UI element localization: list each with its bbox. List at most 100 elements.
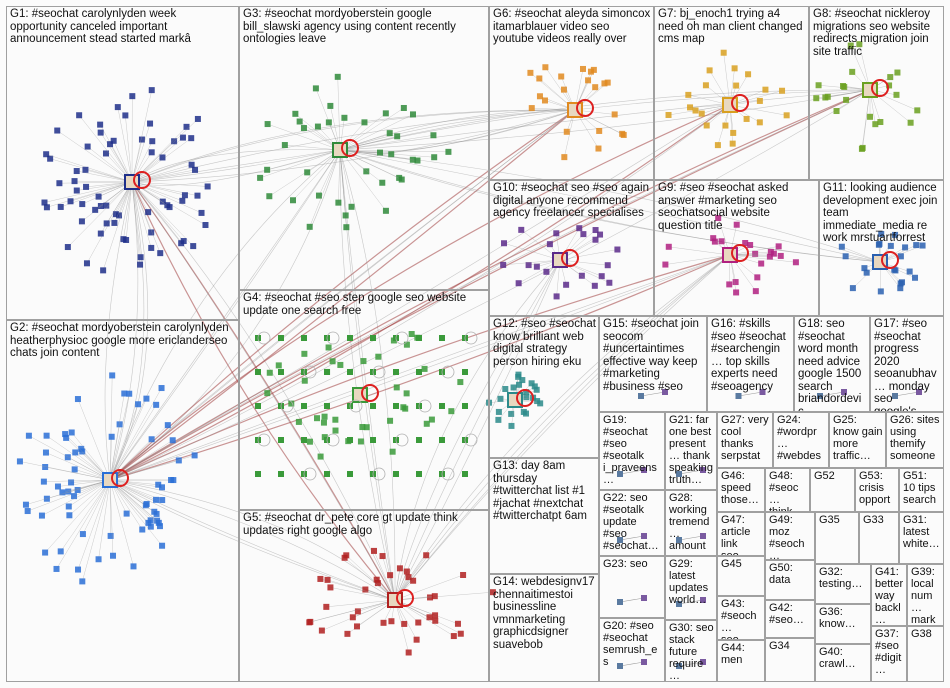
group-g23-label: G23: seo	[603, 558, 648, 570]
group-g51[interactable]: G51: 10 tips search…	[899, 468, 944, 512]
group-g42[interactable]: G42: #seo…	[765, 600, 815, 638]
group-g17[interactable]: G17: #seo #seochat progress 2020 seoanub…	[870, 316, 944, 412]
group-g34[interactable]: G34	[765, 638, 815, 682]
group-g20[interactable]: G20: #seo #seochat semrush_es	[599, 618, 665, 682]
group-g48[interactable]: G48: #seoc… think…	[765, 468, 810, 512]
group-g41-label: G41: better way backl…	[875, 566, 907, 626]
group-g41[interactable]: G41: better way backl…	[871, 564, 907, 626]
group-g10-label: G10: #seochat seo #seo again digital any…	[493, 182, 653, 219]
group-g50-label: G50: data	[769, 562, 796, 586]
group-g44[interactable]: G44: men	[717, 640, 765, 682]
group-g21-label: G21: far one best present… thank speakin…	[669, 414, 717, 486]
group-g11-label: G11: looking audience development exec j…	[823, 182, 941, 244]
group-g6-label: G6: #seochat aleyda simoncox itamarblaue…	[493, 8, 654, 45]
group-g14[interactable]: G14: webdesignv17 chennaitimestoi busine…	[489, 574, 599, 682]
group-g26[interactable]: G26: sites using themify someone…	[886, 412, 944, 468]
group-g22[interactable]: G22: seo #seotalk update #seo #seochat…	[599, 490, 665, 556]
group-g37-label: G37: #seo #digit…	[875, 628, 902, 676]
group-g26-label: G26: sites using themify someone…	[890, 414, 943, 468]
group-g28-label: G28: working tremend… amount…	[669, 492, 710, 555]
group-g38[interactable]: G38	[907, 626, 944, 682]
group-g35[interactable]: G35	[815, 512, 859, 564]
group-g45[interactable]: G45	[717, 556, 765, 596]
group-g23[interactable]: G23: seo	[599, 556, 665, 618]
group-g51-label: G51: 10 tips search…	[903, 470, 939, 512]
group-g20-label: G20: #seo #seochat semrush_es	[603, 620, 658, 668]
group-g4-label: G4: #seochat #seo step google seo websit…	[243, 292, 470, 317]
group-g49[interactable]: G49: moz #seoch…	[765, 512, 815, 560]
group-g42-label: G42: #seo…	[769, 602, 804, 626]
group-g38-label: G38	[911, 628, 932, 640]
group-g48-label: G48: #seoc… think…	[769, 470, 804, 512]
group-g52-label: G52	[814, 470, 835, 482]
group-g44-label: G44: men	[721, 642, 748, 666]
group-g7[interactable]: G7: bj_enoch1 trying a4 need oh man clie…	[654, 6, 809, 180]
group-g43-label: G43: #seoch… seo…	[721, 598, 757, 640]
group-g40[interactable]: G40: crawl…	[815, 644, 871, 682]
group-g52[interactable]: G52	[810, 468, 855, 512]
group-g4[interactable]: G4: #seochat #seo step google seo websit…	[239, 290, 489, 510]
group-g1[interactable]: G1: #seochat carolynlyden week opportuni…	[6, 6, 239, 320]
group-g40-label: G40: crawl…	[819, 646, 856, 670]
group-g13[interactable]: G13: day 8am thursday #twitterchat list …	[489, 458, 599, 574]
group-g53[interactable]: G53: crisis opport…	[855, 468, 899, 512]
group-g21[interactable]: G21: far one best present… thank speakin…	[665, 412, 717, 490]
group-g18-label: G18: seo #seochat word month need advice…	[798, 318, 865, 412]
group-g2-label: G2: #seochat mordyoberstein carolynlyden…	[10, 322, 232, 359]
group-g47-label: G47: article link seo…	[721, 514, 754, 556]
group-g46-label: G46: speed those…	[721, 470, 759, 506]
group-g50[interactable]: G50: data	[765, 560, 815, 600]
group-g35-label: G35	[819, 514, 840, 526]
group-g45-label: G45	[721, 558, 742, 570]
group-g3[interactable]: G3: #seochat mordyoberstein google bill_…	[239, 6, 489, 290]
group-g39[interactable]: G39: local num… mark…	[907, 564, 944, 626]
group-g15-label: G15: #seochat join seocom #uncertaintime…	[603, 318, 703, 393]
group-g18[interactable]: G18: seo #seochat word month need advice…	[794, 316, 870, 412]
group-g43[interactable]: G43: #seoch… seo…	[717, 596, 765, 640]
group-g15[interactable]: G15: #seochat join seocom #uncertaintime…	[599, 316, 707, 412]
group-g24-label: G24: #wordpr… #webdes… #element…	[777, 414, 822, 468]
group-g1-label: G1: #seochat carolynlyden week opportuni…	[10, 8, 191, 45]
group-g28[interactable]: G28: working tremend… amount…	[665, 490, 717, 556]
group-g27-label: G27: very cool thanks serpstat…	[721, 414, 772, 468]
group-g3-label: G3: #seochat mordyoberstein google bill_…	[243, 8, 460, 45]
group-g25[interactable]: G25: know gain more traffic…	[829, 412, 886, 468]
group-g36-label: G36: know…	[819, 606, 856, 630]
group-g30[interactable]: G30: seo stack future require…	[665, 620, 717, 682]
group-g32[interactable]: G32: testing…	[815, 564, 871, 604]
group-g29[interactable]: G29: latest updates world…	[665, 556, 717, 620]
group-g39-label: G39: local num… mark…	[911, 566, 936, 626]
group-g29-label: G29: latest updates world…	[669, 558, 712, 606]
group-g33[interactable]: G33	[859, 512, 899, 564]
group-g10[interactable]: G10: #seochat seo #seo again digital any…	[489, 180, 654, 316]
group-g25-label: G25: know gain more traffic…	[833, 414, 886, 462]
group-g19[interactable]: G19: #seochat #seo #seotalk i_praveens…	[599, 412, 665, 490]
group-g22-label: G22: seo #seotalk update #seo #seochat…	[603, 492, 659, 552]
group-g36[interactable]: G36: know…	[815, 604, 871, 644]
group-g30-label: G30: seo stack future require…	[669, 622, 717, 682]
group-g5[interactable]: G5: #seochat dr_pete core gt update thin…	[239, 510, 489, 682]
group-g8[interactable]: G8: #seochat nickleroy migrations seo we…	[809, 6, 944, 180]
group-g46[interactable]: G46: speed those…	[717, 468, 765, 512]
group-g5-label: G5: #seochat dr_pete core gt update thin…	[243, 512, 462, 537]
group-g37[interactable]: G37: #seo #digit…	[871, 626, 907, 682]
group-g6[interactable]: G6: #seochat aleyda simoncox itamarblaue…	[489, 6, 654, 180]
group-g31[interactable]: G31: latest white…	[899, 512, 944, 564]
group-g24[interactable]: G24: #wordpr… #webdes… #element…	[773, 412, 829, 468]
group-g7-label: G7: bj_enoch1 trying a4 need oh man clie…	[658, 8, 806, 45]
group-g33-label: G33	[863, 514, 884, 526]
group-g17-label: G17: #seo #seochat progress 2020 seoanub…	[874, 318, 937, 412]
group-g34-label: G34	[769, 640, 790, 652]
group-g9[interactable]: G9: #seo #seochat asked answer #marketin…	[654, 180, 819, 316]
group-g12[interactable]: G12: #seo #seochat know brilliant web di…	[489, 316, 599, 458]
group-g49-label: G49: moz #seoch…	[769, 514, 805, 560]
group-g27[interactable]: G27: very cool thanks serpstat…	[717, 412, 773, 468]
group-g11[interactable]: G11: looking audience development exec j…	[819, 180, 944, 316]
group-g14-label: G14: webdesignv17 chennaitimestoi busine…	[493, 576, 598, 651]
group-g32-label: G32: testing…	[819, 566, 863, 590]
group-g53-label: G53: crisis opport…	[859, 470, 891, 512]
group-g2[interactable]: G2: #seochat mordyoberstein carolynlyden…	[6, 320, 239, 682]
group-g47[interactable]: G47: article link seo…	[717, 512, 765, 556]
group-g16[interactable]: G16: #skills #seo #seochat #searchengin……	[707, 316, 794, 412]
